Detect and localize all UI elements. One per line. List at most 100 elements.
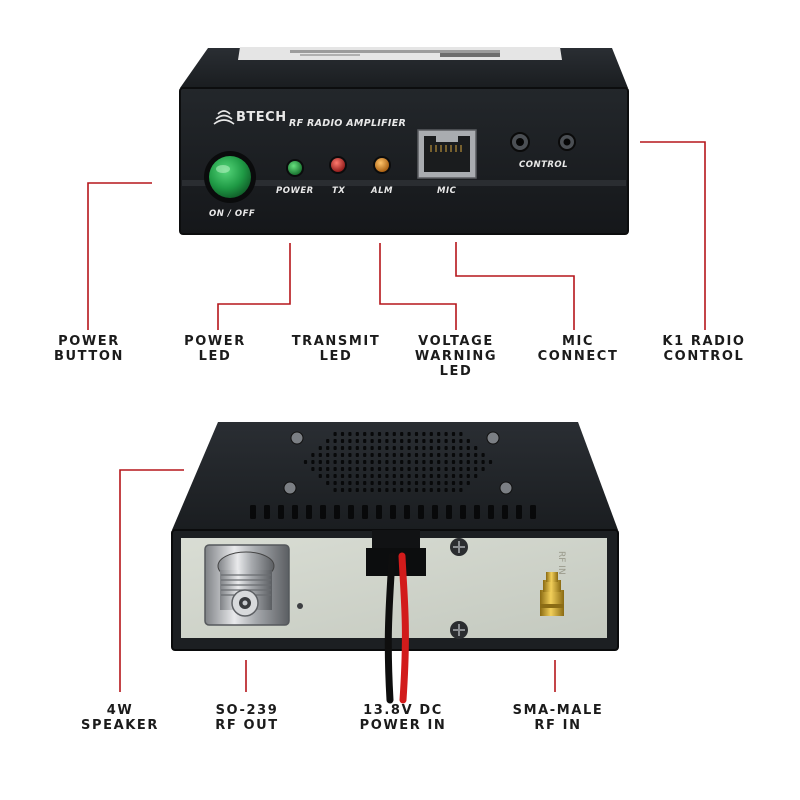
grille-hole [326, 439, 330, 443]
grille-hole [348, 432, 352, 436]
vent-slot [446, 505, 452, 519]
mic-jack-icon [417, 129, 477, 179]
grille-hole [348, 467, 352, 471]
grille-hole [407, 474, 411, 478]
grille-hole [355, 460, 359, 464]
grille-hole [348, 460, 352, 464]
vent-slot [362, 505, 368, 519]
grille-hole [385, 488, 389, 492]
grille-hole [422, 460, 426, 464]
power-button-label: ON / OFF [209, 209, 256, 219]
leader-control [640, 141, 706, 330]
grille-hole [377, 453, 382, 457]
vent-slot [390, 505, 396, 519]
grille-hole [422, 481, 426, 485]
grille-hole [451, 460, 456, 464]
grille-hole [318, 460, 322, 464]
grille-hole [444, 439, 448, 443]
grille-hole [333, 488, 337, 492]
grille-hole [451, 432, 456, 436]
vent-slot [348, 505, 354, 519]
grille-hole [400, 432, 404, 436]
grille-hole [348, 453, 352, 457]
grille-hole [451, 467, 456, 471]
power-led [286, 159, 304, 177]
grille-hole [392, 474, 396, 478]
grille-hole [444, 453, 448, 457]
grille-hole [385, 446, 389, 450]
grille-hole [333, 474, 337, 478]
grille-hole [400, 488, 404, 492]
vent-slot [530, 505, 536, 519]
grille-hole [370, 474, 374, 478]
grille-hole [437, 439, 441, 443]
grille-hole [422, 439, 426, 443]
btech-logo-icon [213, 110, 235, 125]
so239-connector [204, 544, 290, 626]
grille-hole [392, 453, 396, 457]
grille-hole [392, 488, 396, 492]
grille-hole [318, 474, 322, 478]
grille-hole [348, 446, 352, 450]
power-button[interactable] [204, 151, 256, 203]
grille-hole [422, 446, 426, 450]
grille-hole [392, 439, 396, 443]
grille-hole [407, 439, 411, 443]
grille-hole [355, 488, 359, 492]
grille-hole [414, 460, 419, 464]
vent-slot [376, 505, 382, 519]
leader-transmit-led [379, 243, 457, 330]
grille-hole [422, 467, 426, 471]
grille-hole [318, 467, 322, 471]
grille-hole [459, 446, 463, 450]
grille-hole [326, 481, 330, 485]
leader-speaker [119, 469, 184, 692]
amplifier-front-view [179, 47, 629, 235]
grille-hole [474, 460, 478, 464]
grille-hole [444, 467, 448, 471]
grille-hole [429, 467, 433, 471]
leader-mic-connect [455, 242, 575, 330]
grille-hole [400, 481, 404, 485]
grille-hole [400, 446, 404, 450]
grille-hole [392, 432, 396, 436]
grille-hole [377, 439, 382, 443]
grille-hole [437, 432, 441, 436]
panel-screw [450, 621, 468, 639]
grille-hole [392, 467, 396, 471]
grille-hole [370, 453, 374, 457]
grille-hole [437, 474, 441, 478]
grille-hole [407, 481, 411, 485]
grille-hole [488, 460, 493, 464]
vent-slot [460, 505, 466, 519]
grille-hole [355, 453, 359, 457]
grille-hole [444, 446, 448, 450]
grille-hole [340, 439, 345, 443]
brand-label: BTECH [236, 110, 287, 125]
grille-hole [363, 460, 367, 464]
grille-hole [429, 474, 433, 478]
grille-hole [444, 460, 448, 464]
grille-hole [474, 467, 478, 471]
grille-hole [400, 460, 404, 464]
grille-hole [414, 432, 419, 436]
model-label: RF RADIO AMPLIFIER [289, 118, 407, 129]
power-cable [366, 530, 426, 704]
grille-hole [363, 432, 367, 436]
vent-slot [264, 505, 270, 519]
tx-led [329, 156, 347, 174]
grille-hole [459, 488, 463, 492]
vent-slot [488, 505, 494, 519]
grille-hole [348, 474, 352, 478]
grille-hole [437, 488, 441, 492]
grille-hole [437, 467, 441, 471]
grille-hole [429, 446, 433, 450]
grille-hole [385, 474, 389, 478]
panel-screw [450, 538, 468, 556]
grille-hole [333, 432, 337, 436]
